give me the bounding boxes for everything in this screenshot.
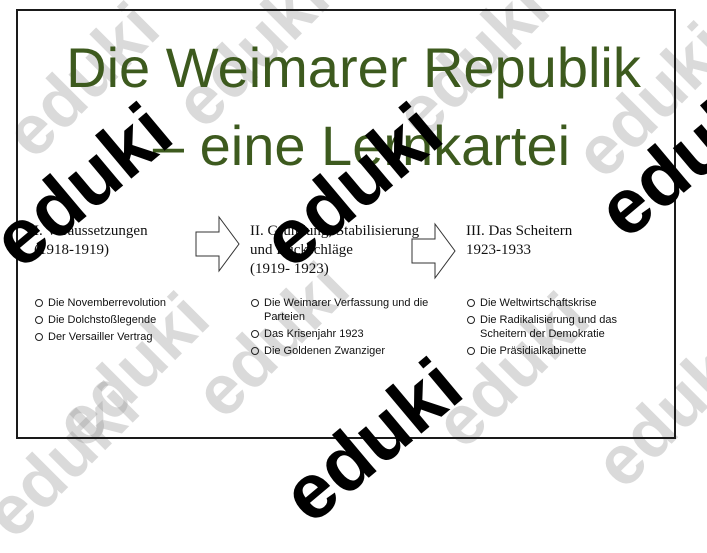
list-item-label: Der Versailler Vertrag (48, 331, 153, 343)
circle-bullet-icon (467, 316, 475, 324)
list-item: Die Goldenen Zwanziger (250, 344, 450, 358)
page-title-line2: – eine Lernkartei (152, 114, 571, 177)
topic-list: Die Novemberrevolution Die Dolchstoßlege… (34, 296, 224, 344)
topic-list: Die Weimarer Verfassung und die Parteien… (250, 296, 450, 358)
circle-bullet-icon (251, 299, 259, 307)
topic-list: Die Weltwirtschaftskrise Die Radikalisie… (466, 296, 656, 358)
right-arrow-icon (411, 222, 456, 280)
list-item: Die Präsidialkabinette (466, 344, 656, 358)
list-item-label: Die Radikalisierung und das Scheitern de… (480, 314, 617, 340)
circle-bullet-icon (251, 347, 259, 355)
circle-bullet-icon (35, 333, 43, 341)
section-heading: III. Das Scheitern 1923-1933 (466, 222, 656, 282)
list-item: Die Weltwirtschaftskrise (466, 296, 656, 310)
list-item-label: Das Krisenjahr 1923 (264, 328, 364, 340)
section-heading-line: (1919- 1923) (250, 261, 329, 277)
list-item: Der Versailler Vertrag (34, 330, 224, 344)
list-item: Die Dolchstoßlegende (34, 313, 224, 327)
right-arrow-icon (195, 215, 240, 273)
section-heading-line: (1918-1919) (34, 242, 109, 258)
list-item-label: Die Novemberrevolution (48, 297, 166, 309)
circle-bullet-icon (467, 299, 475, 307)
list-item: Die Radikalisierung und das Scheitern de… (466, 313, 656, 341)
list-item: Das Krisenjahr 1923 (250, 327, 450, 341)
page-title-line1: Die Weimarer Republik (66, 36, 641, 99)
section-heading-line: 1923-1933 (466, 242, 531, 258)
section-heading-line: III. Das Scheitern (466, 223, 573, 239)
list-item: Die Weimarer Verfassung und die Parteien (250, 296, 450, 324)
list-item-label: Die Dolchstoßlegende (48, 314, 157, 326)
section-scheitern: III. Das Scheitern 1923-1933 Die Weltwir… (466, 222, 656, 361)
section-heading-line: II. Gründung, Stabilisierung (250, 223, 420, 239)
section-heading: II. Gründung, Stabilisierung und Rücksch… (250, 222, 450, 282)
list-item-label: Die Goldenen Zwanziger (264, 345, 386, 357)
list-item-label: Die Präsidialkabinette (480, 345, 587, 357)
circle-bullet-icon (35, 316, 43, 324)
card-frame (16, 9, 676, 439)
circle-bullet-icon (251, 330, 259, 338)
section-heading-line: und Rückschläge (250, 242, 353, 258)
list-item: Die Novemberrevolution (34, 296, 224, 310)
section-heading: I. Voraussetzungen (1918-1919) (34, 222, 224, 282)
circle-bullet-icon (35, 299, 43, 307)
section-voraussetzungen: I. Voraussetzungen (1918-1919) Die Novem… (34, 222, 224, 347)
list-item-label: Die Weimarer Verfassung und die Parteien (264, 297, 429, 323)
section-gruendung: II. Gründung, Stabilisierung und Rücksch… (250, 222, 450, 361)
section-heading-line: I. Voraussetzungen (34, 223, 148, 239)
circle-bullet-icon (467, 347, 475, 355)
list-item-label: Die Weltwirtschaftskrise (480, 297, 597, 309)
